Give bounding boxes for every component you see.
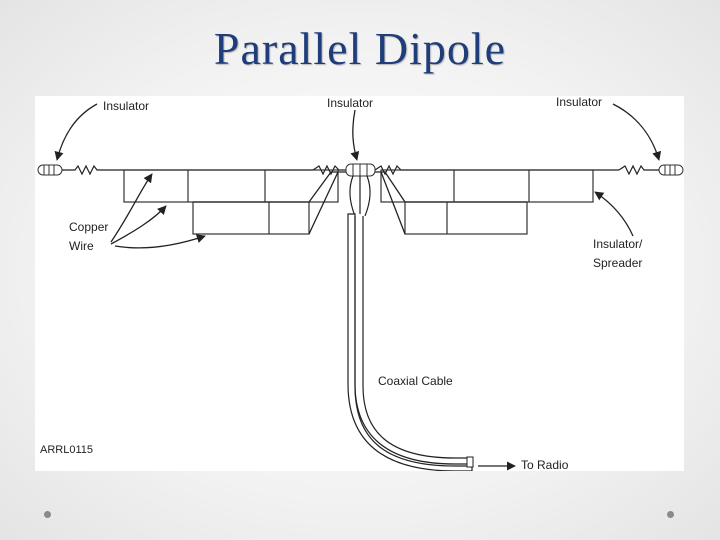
label-copper: Copper <box>69 220 109 234</box>
arrow-insulator-left <box>54 103 98 161</box>
arrow-insulator-right <box>612 103 662 161</box>
label-insulator-right: Insulator <box>556 95 603 109</box>
label-insulator-spreader-1: Insulator/ <box>593 237 643 251</box>
label-coaxial-cable: Coaxial Cable <box>378 374 453 388</box>
label-to-radio: To Radio <box>521 458 569 472</box>
spreader-upper-right <box>380 169 594 203</box>
end-insulator-right <box>658 164 684 176</box>
spreader-upper-left <box>123 169 339 203</box>
slide-bullet-right <box>667 511 674 518</box>
label-insulator-spreader-2: Spreader <box>593 256 643 270</box>
arrow-spreader <box>594 191 634 237</box>
arrow-copper-wire-1 <box>110 173 153 243</box>
coil-right <box>618 164 659 176</box>
lower-wire-right-slant <box>373 171 406 203</box>
label-wire: Wire <box>69 239 94 253</box>
slide-bullet-left <box>44 511 51 518</box>
arrow-copper-wire-2 <box>110 205 167 245</box>
end-insulator-left <box>37 164 63 176</box>
lower-wire-left-slant <box>308 171 347 203</box>
label-figure-id: ARRL0115 <box>40 444 93 456</box>
dipole-drawing <box>37 103 684 471</box>
coil-left <box>62 164 102 176</box>
label-insulator-left: Insulator <box>103 99 150 113</box>
slide-title: Parallel Dipole <box>213 23 507 74</box>
spreader-lower-left <box>192 201 310 235</box>
dipole-diagram: Insulator Insulator Insulator Copper Wir… <box>35 95 684 472</box>
spreader-lower-right <box>404 201 528 235</box>
label-insulator-center: Insulator <box>327 96 374 110</box>
arrow-insulator-center <box>350 109 360 161</box>
center-insulator <box>345 163 376 177</box>
coaxial-cable <box>347 213 473 471</box>
arrow-copper-wire-3 <box>114 234 206 249</box>
